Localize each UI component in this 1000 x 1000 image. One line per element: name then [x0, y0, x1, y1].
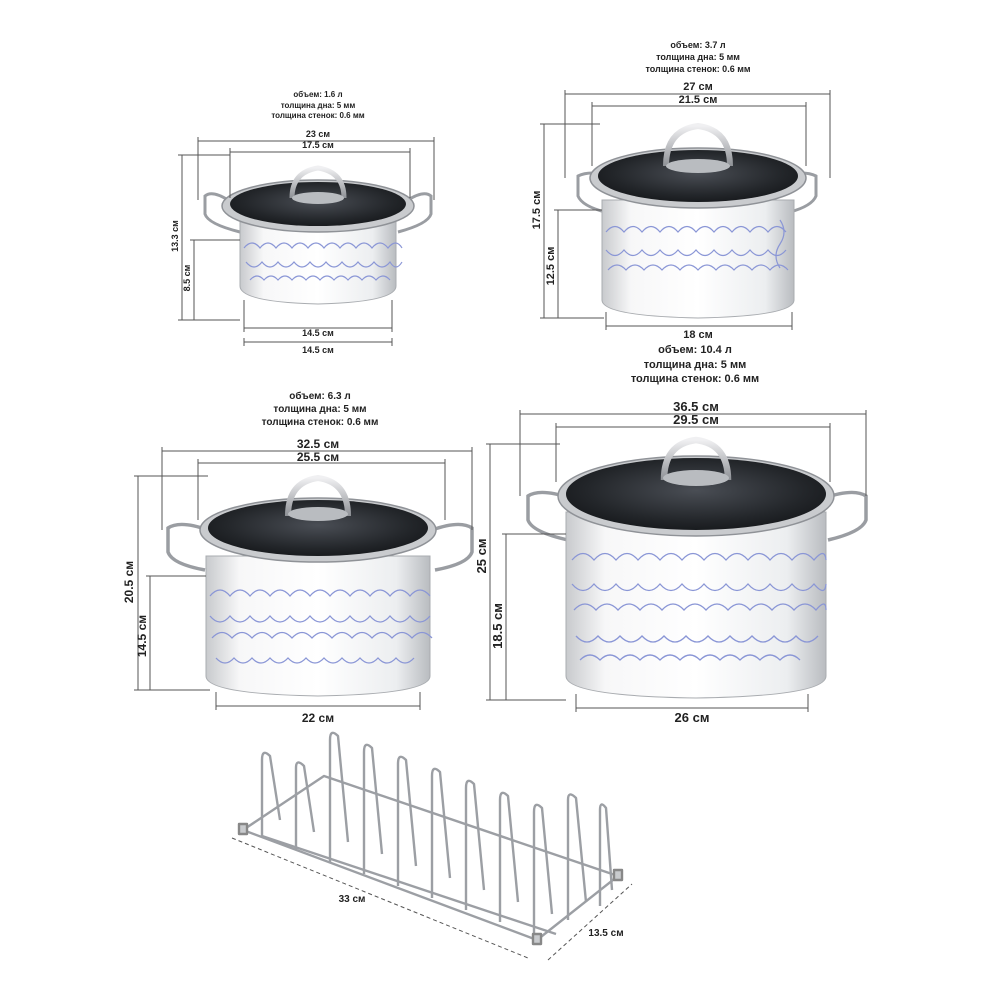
pot-1-specs: объем: 1.6 л толщина дна: 5 мм толщина с…: [258, 90, 378, 122]
pot-4-height-body-label: 18.5 см: [490, 603, 505, 649]
pot-2-wall-thickness: толщина стенок: 0.6 мм: [645, 63, 751, 74]
pot-3-illustration: [166, 474, 474, 697]
pot-3-wall-thickness: толщина стенок: 0.6 мм: [261, 417, 379, 429]
pot-2-width-label: 27 см: [683, 81, 713, 93]
pot-2-specs: объем: 3.7 л толщина дна: 5 мм толщина с…: [628, 40, 768, 76]
pot-3-base-label: 22 см: [302, 711, 334, 725]
pot-1-base-bottom-label: 14.5 см: [302, 345, 334, 355]
pot-1-volume: объем: 1.6 л: [293, 90, 343, 99]
pot-1-base-top-label: 14.5 см: [302, 328, 334, 338]
pot-4-specs: объем: 10.4 л толщина дна: 5 мм толщина …: [610, 343, 780, 387]
pot-3-volume: объем: 6.3 л: [289, 391, 351, 402]
rack-length-label: 33 см: [339, 894, 366, 905]
pot-3-height-total-label: 20.5 см: [122, 561, 136, 603]
pot-4-wall-thickness: толщина стенок: 0.6 мм: [630, 373, 760, 386]
pot-1-bottom-thickness: толщина дна: 5 мм: [280, 100, 356, 110]
pot-3-flower-pattern: [209, 589, 433, 664]
pot-4-bottom-thickness: толщина дна: 5 мм: [643, 358, 747, 371]
pot-1-height-body-label: 8.5 см: [182, 264, 192, 291]
pot-2-base-label: 18 см: [683, 329, 713, 341]
pot-4-volume: объем: 10.4 л: [658, 344, 732, 356]
pot-2-lid-label: 21.5 см: [679, 94, 718, 106]
lid-rack-illustration: [237, 731, 624, 946]
pot-3-specs: объем: 6.3 л толщина дна: 5 мм толщина с…: [240, 390, 400, 430]
pot-4-flower-pattern: [571, 552, 827, 661]
pot-1-illustration: [203, 165, 433, 305]
pot-4-lid-label: 29.5 см: [673, 412, 719, 427]
dimension-labels: 23 см 17.5 см 13.3 см 8.5 см 14.5 см 14.…: [122, 81, 719, 939]
pot-1-lid-label: 17.5 см: [302, 140, 334, 150]
pot-4-width-label: 36.5 см: [673, 399, 719, 414]
pot-1-flower-pattern: [243, 242, 403, 281]
pot-2-illustration: [576, 122, 818, 319]
pot-1-wall-thickness: толщина стенок: 0.6 мм: [271, 111, 365, 121]
pot-2-bottom-thickness: толщина дна: 5 мм: [656, 51, 740, 62]
pot-1-height-total-label: 13.3 см: [170, 220, 180, 252]
pot-3-height-body-label: 14.5 см: [135, 615, 149, 657]
pot-2-flower-pattern: [605, 219, 789, 271]
pot-4-base-label: 26 см: [675, 710, 710, 725]
pot-4-illustration: [526, 436, 868, 699]
pot-4-height-total-label: 25 см: [474, 539, 489, 574]
pot-2-height-total-label: 17.5 см: [531, 191, 543, 230]
rack-depth-label: 13.5 см: [588, 928, 623, 939]
pot-1-width-label: 23 см: [306, 129, 331, 139]
pot-3-bottom-thickness: толщина дна: 5 мм: [273, 404, 367, 416]
pot-3-width-label: 32.5 см: [297, 437, 339, 451]
pot-2-height-body-label: 12.5 см: [545, 247, 557, 286]
pot-3-lid-label: 25.5 см: [297, 450, 339, 464]
dimension-lines: [134, 90, 867, 961]
pot-2-volume: объем: 3.7 л: [670, 40, 726, 50]
